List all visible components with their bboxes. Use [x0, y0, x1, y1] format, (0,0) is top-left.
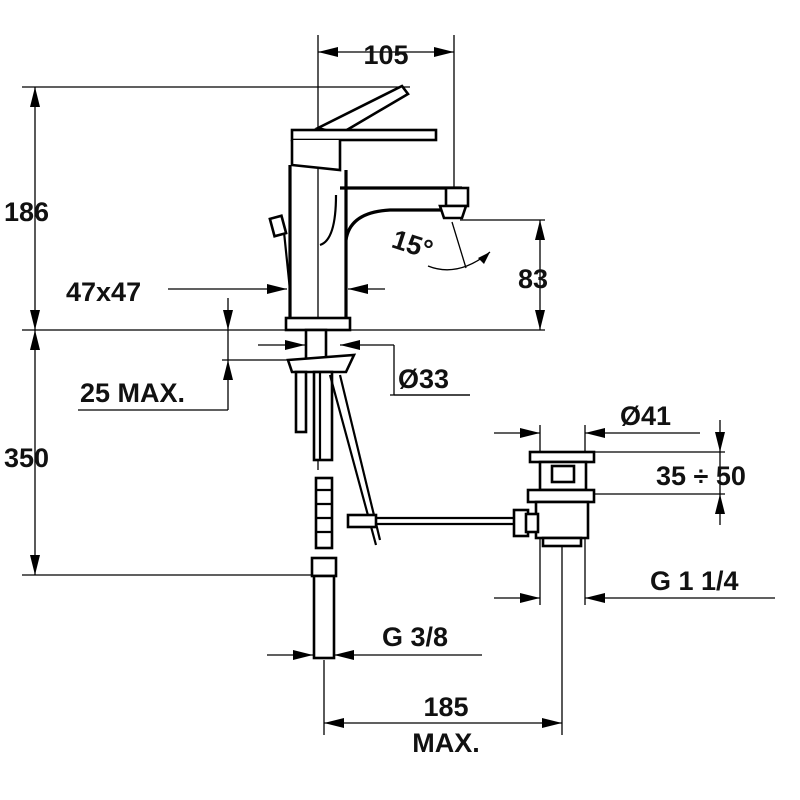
dim-47x47: 47x47 — [66, 277, 141, 307]
dim-350: 350 — [4, 443, 49, 473]
dimension-labels: 105 186 15° 83 47x47 25 MAX. Ø33 350 Ø41… — [4, 40, 746, 758]
dim-g-3-8: G 3/8 — [382, 622, 448, 652]
faucet-body — [268, 84, 491, 332]
dim-drain-41: Ø41 — [620, 401, 671, 431]
dim-g-1-1-4: G 1 1/4 — [650, 566, 739, 596]
dim-angle-15: 15° — [388, 224, 436, 265]
dim-hole-33: Ø33 — [398, 364, 449, 394]
arrowheads — [30, 47, 725, 728]
dim-max: MAX. — [412, 728, 480, 758]
dim-25-max: 25 MAX. — [80, 378, 185, 408]
dim-83: 83 — [518, 264, 548, 294]
dim-105: 105 — [363, 40, 408, 70]
dim-35-50: 35 ÷ 50 — [656, 461, 746, 491]
dim-186: 186 — [4, 197, 49, 227]
drain-waste — [512, 450, 596, 548]
under-deck-assembly — [286, 328, 518, 660]
dim-185: 185 — [423, 692, 468, 722]
